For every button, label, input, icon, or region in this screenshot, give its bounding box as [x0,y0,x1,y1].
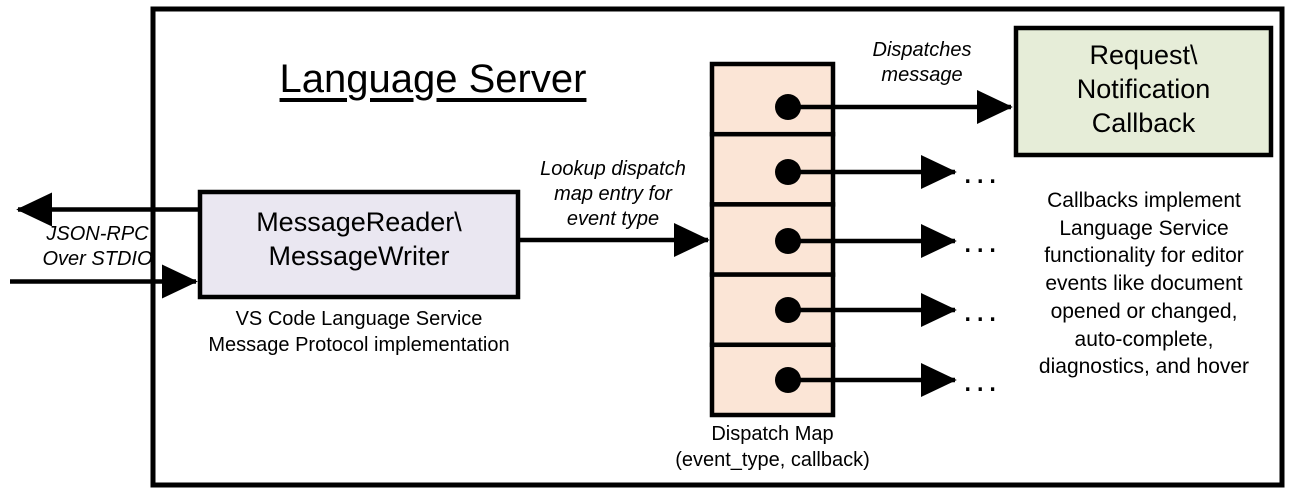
ellipsis-entry-3: ... [963,222,1001,260]
dispatch-arrows [788,89,1013,398]
message-io-box[interactable] [197,189,521,300]
dispatch-map-table[interactable] [709,61,836,418]
dispatch-map-entry-2[interactable] [709,131,836,207]
dispatch-map-caption: Dispatch Map (event_type, callback) [675,423,870,471]
ellipsis-entry-4: ... [963,291,1001,329]
dispatch-map-entry-1[interactable] [709,61,836,137]
callback-description: Callbacks implement Language Service fun… [1038,189,1250,379]
external-channel-label: JSON-RPC Over STDIO [42,223,153,270]
page-title: Language Server [279,57,587,101]
callback-box[interactable] [1013,25,1274,158]
dispatches-message-edge-label: Dispatches message [872,39,972,86]
ellipsis-entry-2: ... [963,153,1001,191]
message-io-caption: VS Code Language Service Message Protoco… [208,308,510,356]
ellipsis-entry-5: ... [963,361,1001,399]
message-io-box-label: MessageReader\ MessageWriter [256,207,462,271]
language-server-boundary-frame [150,6,1285,488]
lookup-dispatch-edge-label: Lookup dispatch map entry for event type [540,158,686,230]
callback-box-label: Request\ Notification Callback [1076,40,1211,138]
